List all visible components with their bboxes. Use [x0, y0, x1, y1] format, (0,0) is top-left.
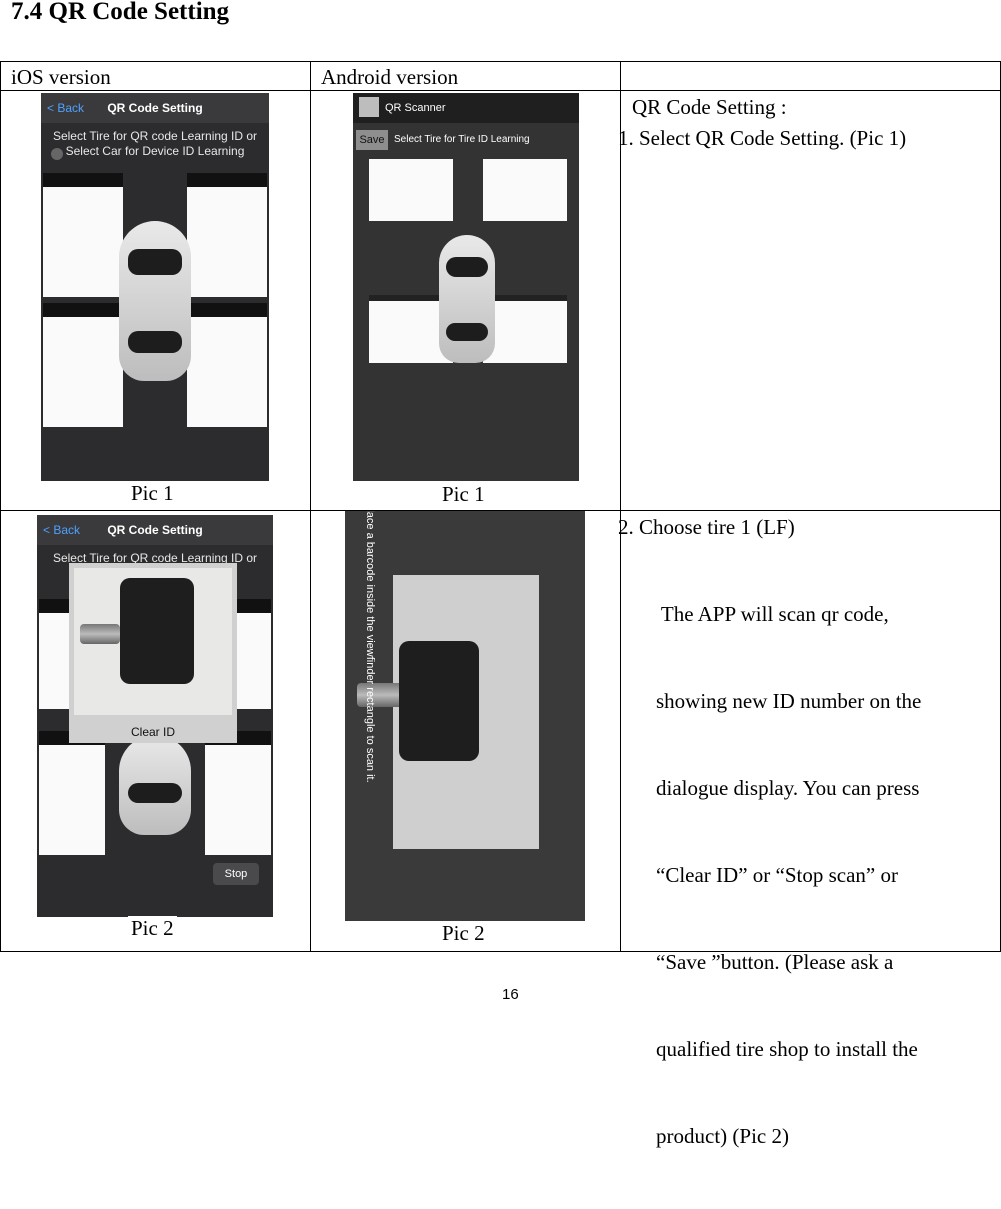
header-ios-label: iOS version — [11, 65, 111, 89]
desc-line: showing new ID number on the — [656, 689, 922, 713]
instruction-line-2: Select Car for Device ID Learning — [65, 144, 245, 158]
ios-pic2-caption: Pic 2 — [128, 916, 177, 941]
tire-rr — [187, 303, 267, 427]
scan-dialog: Clear ID — [69, 563, 237, 743]
desc-step-2: 2. Choose tire 1 (LF) — [618, 515, 795, 539]
car-icon — [119, 735, 191, 835]
page-number: 16 — [502, 986, 519, 1003]
android-action-bar: Save Select Tire for Tire ID Learning — [353, 127, 579, 153]
desc-line: dialogue display. You can press — [656, 776, 920, 800]
scan-hint-text: Place a barcode inside the viewfinder re… — [364, 511, 376, 783]
tpms-sensor — [120, 578, 194, 684]
ios-pic2-screenshot: < Back QR Code Setting Select Tire for Q… — [37, 515, 273, 917]
cell-description-1: QR Code Setting : 1. Select QR Code Sett… — [618, 90, 1001, 511]
desc-heading: QR Code Setting : — [632, 95, 787, 119]
header-android-label: Android version — [321, 65, 459, 89]
stop-button[interactable]: Stop — [213, 863, 259, 885]
tire-lf — [369, 159, 453, 221]
sensor-photo — [74, 568, 232, 715]
cell-description-2: 2. Choose tire 1 (LF) The APP will scan … — [618, 510, 1001, 1148]
desc-line: “Save ”button. (Please ask a — [656, 950, 894, 974]
android-pic1-screenshot: QR Scanner Save Select Tire for Tire ID … — [353, 93, 579, 481]
ios-nav-bar: < Back QR Code Setting — [37, 515, 273, 545]
header-ios: iOS version — [0, 61, 311, 91]
tire-rr — [205, 731, 271, 855]
tpms-sensor — [399, 641, 479, 761]
cell-ios-pic2: < Back QR Code Setting Select Tire for Q… — [0, 510, 311, 952]
section-title: 7.4 QR Code Setting — [11, 0, 230, 25]
android-pic2-screenshot: Place a barcode inside the viewfinder re… — [345, 511, 585, 921]
screen-title: QR Code Setting — [107, 101, 203, 115]
android-pic2-caption: Pic 2 — [439, 921, 488, 946]
tire-rf — [483, 159, 567, 221]
desc-line: The APP will scan qr code, — [656, 602, 889, 626]
car-icon — [119, 221, 191, 381]
back-button: < Back — [47, 101, 85, 115]
tire-lr — [43, 303, 123, 427]
android-nav-bar: QR Scanner — [353, 93, 579, 123]
ios-pic1-screenshot: < Back QR Code Setting Select Tire for Q… — [41, 93, 269, 481]
desc-line: qualified tire shop to install the — [656, 1037, 918, 1061]
table-row: < Back QR Code Setting Select Tire for Q… — [0, 90, 1001, 511]
instruction-line-1: Select Tire for QR code Learning ID or — [52, 129, 258, 143]
valve-stem — [80, 624, 120, 644]
desc-step-1: 1. Select QR Code Setting. (Pic 1) — [618, 126, 907, 150]
android-pic1-caption: Pic 1 — [439, 482, 488, 507]
cell-android-pic1: QR Scanner Save Select Tire for Tire ID … — [310, 90, 621, 511]
valve-stem — [357, 683, 405, 707]
instruction-text: Select Tire for Tire ID Learning — [394, 134, 530, 145]
back-button: < Back — [43, 523, 81, 537]
ios-pic1-caption: Pic 1 — [128, 481, 177, 506]
instruction-text: Select Tire for QR code Learning ID or — [52, 551, 258, 565]
save-button: Save — [356, 130, 388, 150]
header-android: Android version — [310, 61, 621, 91]
ios-nav-bar: < Back QR Code Setting — [41, 93, 269, 123]
header-description — [620, 61, 1001, 91]
screen-title: QR Code Setting — [107, 523, 203, 537]
tire-rr — [483, 295, 567, 363]
screen-title: QR Scanner — [385, 102, 446, 114]
table-row: < Back QR Code Setting Select Tire for Q… — [0, 510, 1001, 1148]
desc-line: product) (Pic 2) — [656, 1124, 789, 1148]
tire-lf — [43, 173, 123, 297]
instruction-table: iOS version Android version < Back QR Co… — [0, 61, 1001, 1148]
clear-id-button[interactable]: Clear ID — [130, 725, 175, 739]
tire-rf — [187, 173, 267, 297]
cell-android-pic2: Place a barcode inside the viewfinder re… — [310, 510, 621, 952]
cell-ios-pic1: < Back QR Code Setting Select Tire for Q… — [0, 90, 311, 511]
desc-line: “Clear ID” or “Stop scan” or — [656, 863, 898, 887]
tire-lr — [39, 731, 105, 855]
table-header-row: iOS version Android version — [0, 61, 1001, 91]
qr-code-icon — [359, 97, 379, 117]
desc-body: The APP will scan qr code, showing new I… — [656, 542, 921, 1209]
instruction-text: Select Tire for QR code Learning ID or S… — [47, 129, 263, 159]
car-select-dot — [51, 148, 63, 160]
car-icon — [439, 235, 495, 363]
